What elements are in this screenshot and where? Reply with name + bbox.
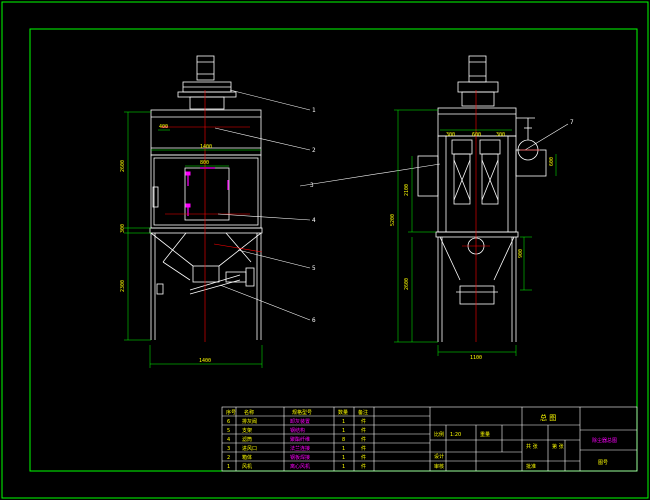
tb-checker: 审核 <box>434 463 444 470</box>
tb-header-spec: 规格型号 <box>292 409 312 416</box>
callout-6: 6 <box>312 317 316 324</box>
right-dimensions <box>394 109 557 356</box>
callout-4: 4 <box>312 217 316 224</box>
tb-row-6-spec: 卸灰装置 <box>290 418 310 425</box>
tb-header-no: 序号 <box>226 409 236 416</box>
callout-1: 1 <box>312 107 316 114</box>
tb-row-6-unit: 件 <box>361 418 366 425</box>
left-dimensions <box>124 111 263 368</box>
left-motor <box>196 55 215 81</box>
tb-row-4-spec: 聚酯纤维 <box>290 436 310 443</box>
tb-row-4-qty: 8 <box>342 437 345 443</box>
inner-frame <box>29 28 638 472</box>
right-dim-text: 300 600 300 5200 2100 2600 900 600 1100 <box>390 132 555 361</box>
dim-right-top-c: 300 <box>496 132 505 138</box>
tb-row-4-name: 滤筒 <box>242 436 252 443</box>
left-centerlines <box>160 90 263 342</box>
tb-header-note: 备注 <box>358 409 368 416</box>
tb-designer: 设计 <box>434 453 444 460</box>
tb-row-1-qty: 1 <box>342 464 345 470</box>
callout-2: 2 <box>312 147 316 154</box>
dim-left-base-width: 1400 <box>199 358 211 364</box>
tb-row-5-unit: 件 <box>361 427 366 434</box>
tb-row-2-spec: 钢板焊接 <box>290 454 310 461</box>
dim-right-top-a: 300 <box>446 132 455 138</box>
tb-row-2-name: 箱体 <box>242 454 252 461</box>
tb-row-5-qty: 1 <box>342 428 345 434</box>
tb-sheet-label: 共 张 <box>526 443 538 450</box>
tb-row-2-qty: 1 <box>342 455 345 461</box>
left-dim-text: 1400 800 400 1400 2600 300 2300 <box>120 124 212 364</box>
dim-left-height-mid: 300 <box>120 224 126 233</box>
right-centerlines <box>462 90 540 342</box>
tb-code: 图号 <box>598 460 608 466</box>
tb-row-3-no: 3 <box>227 446 230 452</box>
tb-row-1-name: 风机 <box>242 463 252 470</box>
callout-7: 7 <box>570 119 574 126</box>
tb-approver: 批准 <box>526 463 536 470</box>
dim-right-base-width: 1100 <box>470 355 482 361</box>
left-markers <box>162 126 229 216</box>
callout-3: 3 <box>310 182 314 189</box>
tb-row-1-no: 1 <box>227 464 230 470</box>
tb-row-6-no: 6 <box>227 419 230 425</box>
left-view <box>149 55 263 340</box>
callout-labels: 1 2 3 4 5 6 7 <box>310 107 574 324</box>
dim-right-side-height: 900 <box>518 249 524 258</box>
tb-scale-value: 1:20 <box>450 432 461 438</box>
tb-row-1-unit: 件 <box>361 463 366 470</box>
dim-right-top-b: 600 <box>472 132 481 138</box>
dim-left-top-width: 1400 <box>200 144 212 150</box>
tb-row-3-spec: 法兰连接 <box>290 445 310 452</box>
right-body <box>437 135 517 233</box>
tb-drawing-name: 总 图 <box>540 413 556 422</box>
dim-right-outlet: 600 <box>549 157 555 166</box>
tb-row-2-unit: 件 <box>361 454 366 461</box>
dim-left-height-upper: 2600 <box>120 160 126 172</box>
tb-row-6-qty: 1 <box>342 419 345 425</box>
tb-header-name: 名称 <box>244 409 254 416</box>
tb-row-3-qty: 1 <box>342 446 345 452</box>
dim-right-total-height: 5200 <box>390 214 396 226</box>
tb-row-2-no: 2 <box>227 455 230 461</box>
tb-company: 除尘器总图 <box>592 437 617 444</box>
tb-row-5-spec: 钢结构 <box>290 427 305 434</box>
right-motor <box>468 55 487 83</box>
tb-row-6-name: 排灰阀 <box>242 418 257 425</box>
tb-scale-label: 比例 <box>434 431 444 438</box>
tb-row-1-spec: 离心风机 <box>290 463 310 470</box>
title-block <box>221 406 638 472</box>
dim-left-small: 400 <box>159 124 168 130</box>
title-block-text: 序号 名称 规格型号 数量 备注 6 排灰阀 卸灰装置 1 件 5 支架 钢结构… <box>226 409 617 470</box>
tb-row-3-name: 进风口 <box>242 445 257 452</box>
tb-weight-label: 重量 <box>480 431 490 438</box>
dim-left-height-lower: 2300 <box>120 280 126 292</box>
tb-row-4-no: 4 <box>227 437 230 443</box>
right-view <box>417 55 547 342</box>
dim-right-lower-height: 2600 <box>404 278 410 290</box>
tb-row-3-unit: 件 <box>361 445 366 452</box>
dim-right-mid-height: 2100 <box>404 184 410 196</box>
tb-row-5-no: 5 <box>227 428 230 434</box>
tb-sheet-of: 第 张 <box>552 443 564 450</box>
tb-row-4-unit: 件 <box>361 436 366 443</box>
callout-5: 5 <box>312 265 316 272</box>
tb-header-qty: 数量 <box>338 409 348 416</box>
tb-row-5-name: 支架 <box>242 427 252 434</box>
dim-left-inner-width: 800 <box>200 160 209 166</box>
leader-lines <box>214 89 569 321</box>
